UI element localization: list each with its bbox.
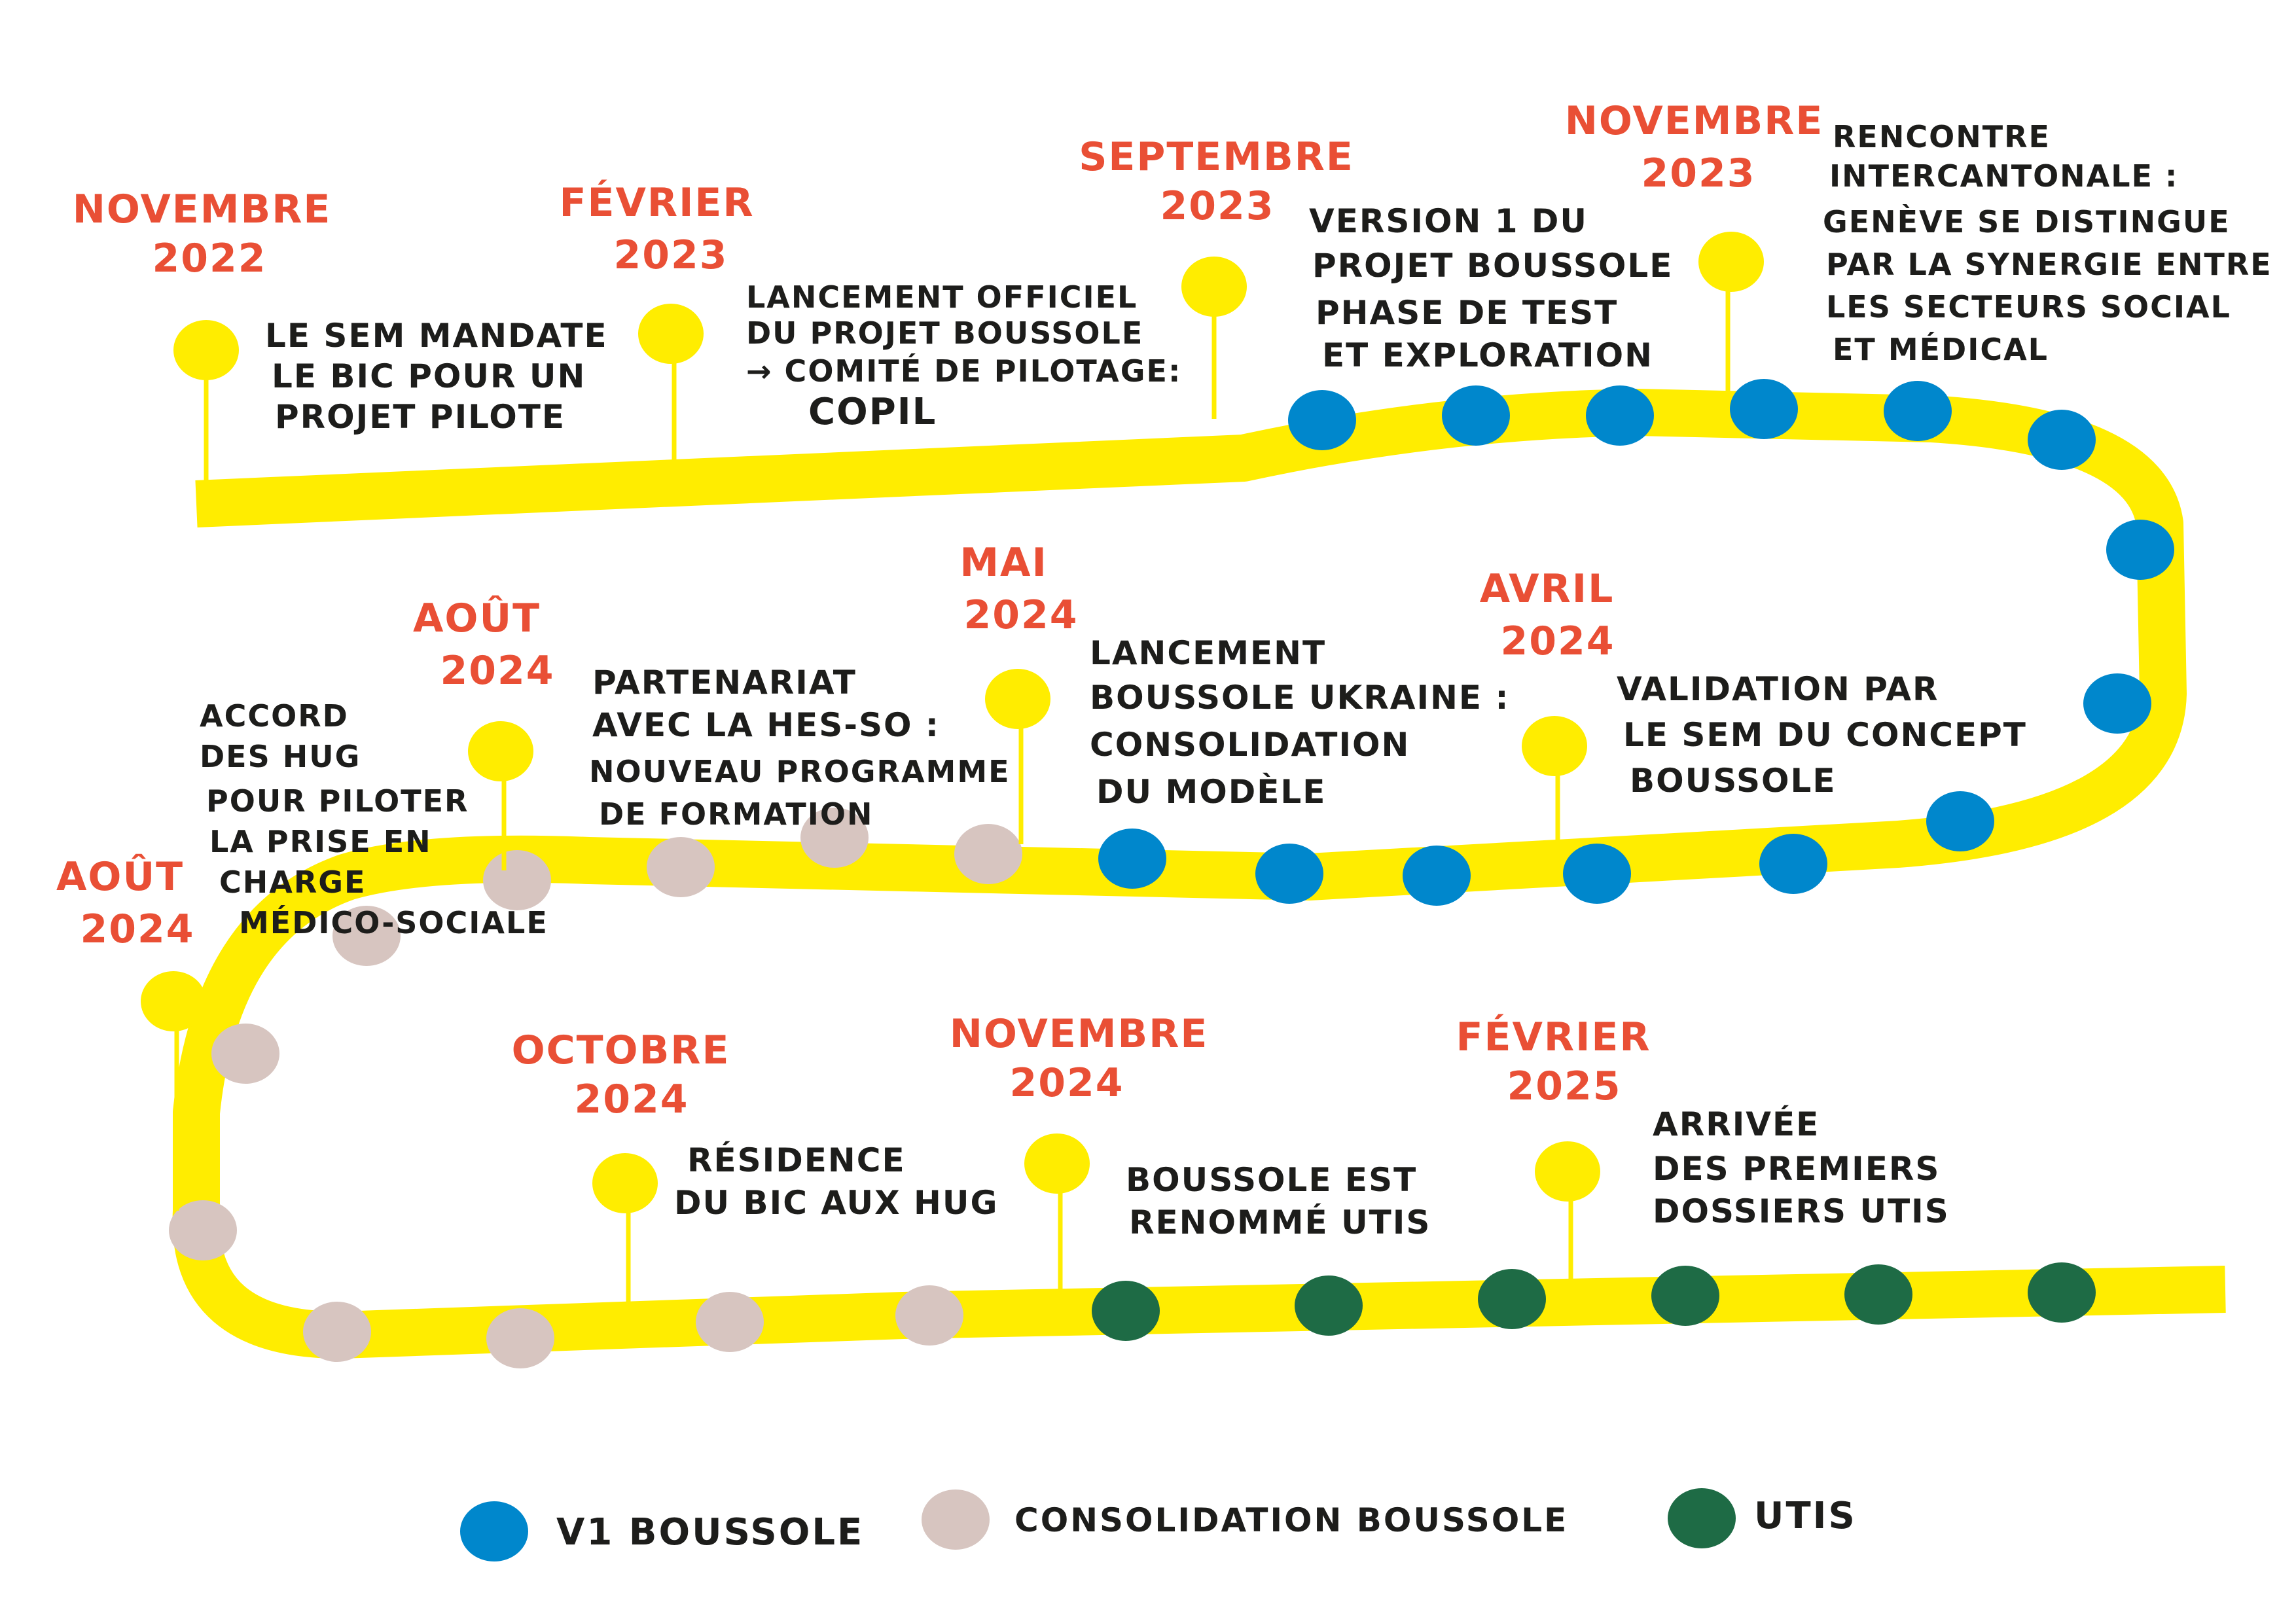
- legend-label: CONSOLIDATION BOUSSOLE: [1014, 1501, 1568, 1539]
- milestone-label: BOUSSOLE EST RENOMMÉ UTIS: [1126, 1161, 1431, 1241]
- milestone-label: LANCEMENT OFFICIEL DU PROJET BOUSSOLE → …: [746, 279, 1193, 433]
- phase-dot-v1: [1884, 381, 1952, 441]
- milestone-date: NOVEMBRE 2022: [73, 187, 347, 281]
- phase-dot-v1: [1730, 379, 1798, 439]
- phase-dot-v1: [2106, 520, 2174, 580]
- phase-dot-v1: [2028, 410, 2096, 470]
- pin-head: [468, 721, 533, 781]
- milestone-label: LANCEMENT BOUSSOLE UKRAINE : CONSOLIDATI…: [1090, 634, 1522, 811]
- legend-swatch-utis: [1668, 1488, 1736, 1548]
- pin-head: [985, 669, 1050, 729]
- milestone-date: MAI 2024: [960, 540, 1078, 638]
- milestone-sep-2023: SEPTEMBRE 2023 VERSION 1 DU PROJET BOUSS…: [1079, 134, 1686, 419]
- pin-head: [1522, 716, 1587, 776]
- milestone-feb-2025: FÉVRIER 2025 ARRIVÉE DES PREMIERS DOSSIE…: [1456, 1013, 1953, 1293]
- phase-dot-v1: [1926, 791, 1994, 851]
- timeline-phase-dots: [169, 379, 2174, 1368]
- phase-dot-consolidation: [486, 1308, 554, 1368]
- milestone-date: NOVEMBRE 2023: [1565, 98, 1839, 196]
- phase-dot-v1: [1288, 390, 1356, 450]
- phase-dot-utis: [1478, 1269, 1546, 1329]
- milestone-label: RÉSIDENCE DU BIC AUX HUG: [674, 1141, 999, 1222]
- milestone-label: VERSION 1 DU PROJET BOUSSOLE PHASE DE TE…: [1309, 202, 1686, 374]
- pin-head: [1024, 1133, 1090, 1194]
- milestone-label: ACCORD DES HUG POUR PILOTER LA PRISE EN …: [200, 698, 548, 940]
- milestone-label: PARTENARIAT AVEC LA HES-SO : NOUVEAU PRO…: [589, 664, 1023, 832]
- phase-dot-utis: [1092, 1281, 1160, 1341]
- phase-dot-consolidation: [211, 1024, 279, 1084]
- milestone-apr-2024: AVRIL 2024 VALIDATION PAR LE SEM DU CONC…: [1480, 566, 2039, 864]
- milestone-date: SEPTEMBRE 2023: [1079, 134, 1369, 229]
- milestone-oct-2024: OCTOBRE 2024 RÉSIDENCE DU BIC AUX HUG: [512, 1027, 999, 1315]
- phase-dot-utis: [1844, 1264, 1912, 1325]
- milestone-date: FÉVRIER 2023: [559, 179, 769, 278]
- phase-dot-consolidation: [800, 808, 869, 868]
- phase-dot-v1: [2083, 673, 2151, 734]
- phase-dot-utis: [2028, 1262, 2096, 1323]
- milestone-nov-2022: NOVEMBRE 2022 LE SEM MANDATE LE BIC POUR…: [73, 187, 620, 484]
- phase-dot-v1: [1586, 385, 1654, 446]
- phase-dot-v1: [1563, 844, 1631, 904]
- pin-head: [638, 304, 704, 364]
- phase-dot-utis: [1295, 1275, 1363, 1336]
- pin-head: [1698, 232, 1764, 292]
- legend-item-consolidation: CONSOLIDATION BOUSSOLE: [922, 1489, 1568, 1550]
- legend-item-v1: V1 BOUSSOLE: [460, 1501, 864, 1561]
- phase-dot-consolidation: [647, 837, 715, 897]
- milestone-label: LE SEM MANDATE LE BIC POUR UN PROJET PIL…: [265, 317, 620, 436]
- legend-label: UTIS: [1754, 1495, 1857, 1537]
- pin-head: [141, 971, 206, 1031]
- phase-dot-consolidation: [303, 1302, 371, 1362]
- phase-dot-utis: [1651, 1266, 1719, 1326]
- phase-dot-consolidation: [483, 850, 551, 910]
- milestone-nov-2023: NOVEMBRE 2023 RENCONTRE INTERCANTONALE :…: [1565, 98, 2284, 393]
- phase-dot-v1: [1255, 844, 1323, 904]
- phase-dot-v1: [1759, 834, 1827, 894]
- milestone-feb-2023: FÉVRIER 2023 LANCEMENT OFFICIEL DU PROJE…: [559, 179, 1193, 466]
- pin-head: [592, 1153, 658, 1213]
- legend-item-utis: UTIS: [1668, 1488, 1857, 1548]
- milestone-aug-2024-hes: AOÛT 2024 PARTENARIAT AVEC LA HES-SO : N…: [413, 595, 1023, 870]
- phase-dot-consolidation: [895, 1285, 963, 1346]
- phase-dot-consolidation: [169, 1200, 237, 1260]
- milestone-date: NOVEMBRE 2024: [950, 1011, 1224, 1106]
- milestone-aug-2024-hug: AOÛT 2024 ACCORD DES HUG POUR PILOTER LA…: [56, 698, 548, 1211]
- phase-dot-v1: [1442, 385, 1510, 446]
- milestone-date: AVRIL 2024: [1480, 566, 1629, 664]
- legend: V1 BOUSSOLE CONSOLIDATION BOUSSOLE UTIS: [460, 1488, 1857, 1561]
- legend-swatch-consolidation: [922, 1489, 990, 1550]
- milestone-date: AOÛT 2024: [56, 853, 199, 952]
- milestone-date: OCTOBRE 2024: [512, 1027, 745, 1122]
- pin-head: [173, 320, 239, 380]
- legend-label: V1 BOUSSOLE: [556, 1511, 864, 1554]
- milestone-may-2024: MAI 2024 LANCEMENT BOUSSOLE UKRAINE : CO…: [960, 540, 1522, 844]
- milestone-label: ARRIVÉE DES PREMIERS DOSSIERS UTIS: [1653, 1105, 1953, 1230]
- milestone-label: RENCONTRE INTERCANTONALE : GENÈVE SE DIS…: [1823, 119, 2284, 367]
- pin-head: [1181, 257, 1247, 317]
- phase-dot-consolidation: [954, 824, 1022, 884]
- milestone-date: FÉVRIER 2025: [1456, 1013, 1666, 1109]
- pin-head: [1535, 1141, 1600, 1202]
- phase-dot-v1: [1098, 829, 1166, 889]
- phase-dot-consolidation: [696, 1292, 764, 1352]
- phase-dot-consolidation: [332, 906, 401, 966]
- milestone-date: AOÛT 2024: [413, 595, 556, 694]
- phase-dot-v1: [1403, 846, 1471, 906]
- milestone-label: VALIDATION PAR LE SEM DU CONCEPT BOUSSOL…: [1617, 670, 2039, 800]
- legend-swatch-v1: [460, 1501, 528, 1561]
- milestone-nov-2024: NOVEMBRE 2024 BOUSSOLE EST RENOMMÉ UTIS: [950, 1011, 1431, 1306]
